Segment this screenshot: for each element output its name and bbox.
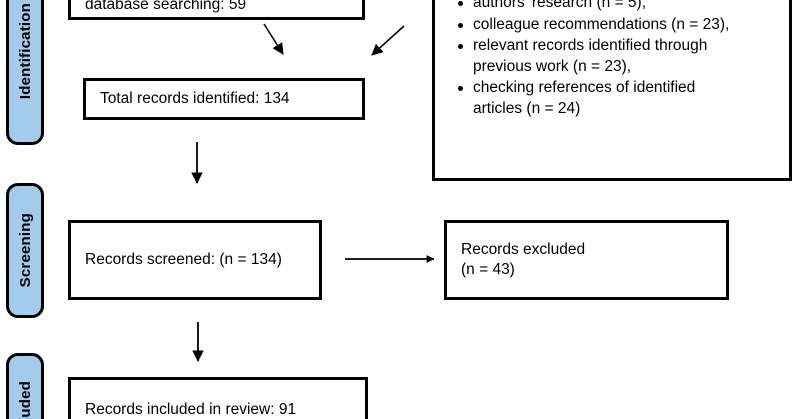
list-item: authors’ research (n = 5), (458, 0, 783, 14)
stage-bar-included: Included (6, 353, 44, 419)
list-item: colleague recommendations (n = 23), (458, 15, 783, 36)
box-records-included: Records included in review: 91 (68, 377, 368, 419)
stage-bar-identification: Identification (6, 0, 44, 145)
box-records-screened: Records screened: (n = 134) (68, 220, 322, 300)
stage-label-identification: Identification (16, 3, 34, 100)
box-total-records: Total records identified: 134 (83, 78, 365, 120)
box-database-records: database searching: 59 (68, 0, 365, 20)
box-records-excluded-text: Records excluded (n = 43) (461, 240, 586, 278)
arrow-other-sources-to-total (371, 25, 405, 56)
other-sources-bullet-list: authors’ research (n = 5), colleague rec… (447, 0, 783, 121)
list-item: checking references of identified articl… (458, 78, 783, 119)
box-total-records-text: Total records identified: 134 (100, 89, 290, 107)
stage-label-screening: Screening (16, 213, 34, 288)
box-records-excluded: Records excluded (n = 43) (444, 220, 729, 300)
arrow-database-to-total (263, 23, 284, 55)
box-records-included-text: Records included in review: 91 (85, 401, 297, 418)
stage-label-included: Included (16, 381, 34, 419)
box-records-screened-text: Records screened: (n = 134) (85, 250, 282, 268)
stage-bar-screening: Screening (6, 183, 44, 318)
list-item: relevant records identified through prev… (458, 36, 783, 77)
box-other-sources: Additional records identified through ot… (432, 0, 792, 181)
box-database-records-text: database searching: 59 (85, 0, 247, 13)
